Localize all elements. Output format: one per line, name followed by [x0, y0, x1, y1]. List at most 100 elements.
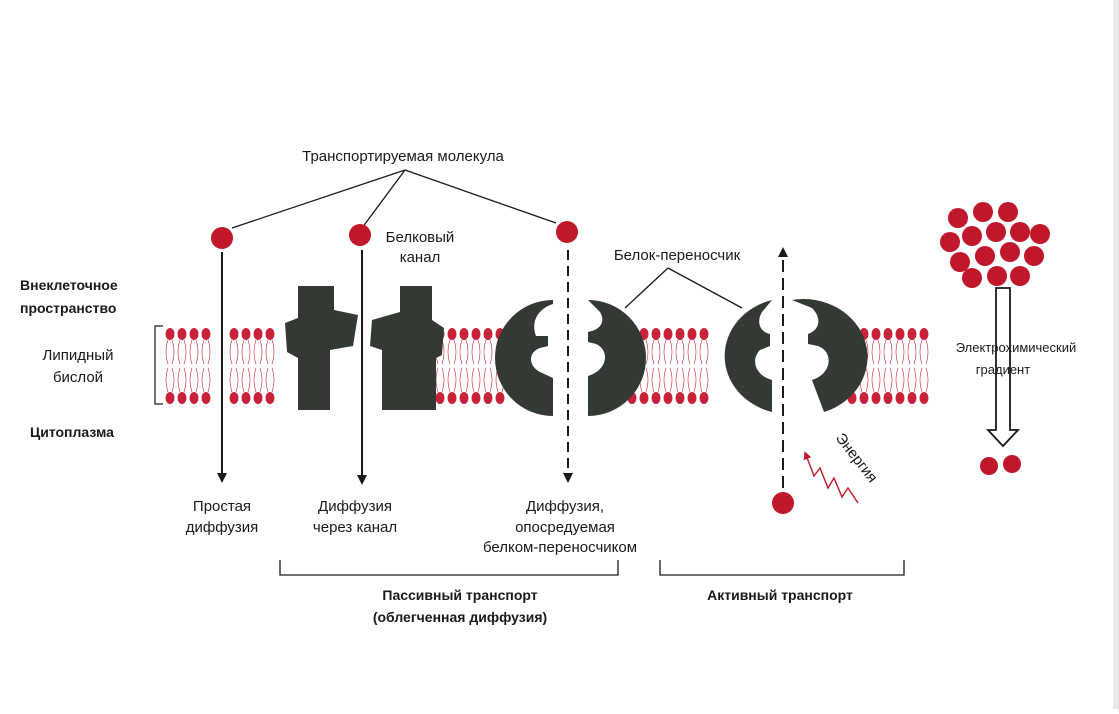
lipid-tail: [895, 367, 899, 393]
lipid-head: [895, 328, 905, 340]
lipid-tail: [687, 339, 691, 365]
carrier-protein-passive: [495, 300, 646, 416]
molecule-dot: [556, 221, 578, 243]
lipid-head: [447, 328, 457, 340]
lipid-tail: [253, 339, 257, 365]
lipid-tail: [483, 339, 487, 365]
lipid-tail: [441, 367, 445, 393]
lipid-tail: [913, 339, 917, 365]
lipid-tail: [883, 339, 887, 365]
molecule-dot: [772, 492, 794, 514]
lipid-tail: [229, 339, 233, 365]
lipid-tail: [201, 367, 205, 393]
molecule-dot: [973, 202, 993, 222]
carrier-diffusion-label-2: опосредуемая: [515, 519, 615, 536]
gradient-arrow-icon: [985, 287, 1021, 448]
lipid-tail: [693, 367, 697, 393]
lipid-tail: [705, 339, 709, 365]
lipid-head: [483, 392, 493, 404]
lipid-head: [459, 392, 469, 404]
lipid-tail: [901, 339, 905, 365]
lipid-tail: [183, 367, 187, 393]
lipid-head: [675, 328, 685, 340]
lipid-tail: [447, 339, 451, 365]
lipid-tail: [201, 339, 205, 365]
molecule-dot: [986, 222, 1006, 242]
lipid-tail: [657, 367, 661, 393]
lipid-tail: [165, 367, 169, 393]
lipid-tail: [687, 367, 691, 393]
energy-label: Энергия: [832, 430, 881, 486]
passive-transport-label-2: (облегченная диффузия): [373, 609, 547, 625]
lipid-tail: [895, 339, 899, 365]
lipid-tail: [271, 339, 275, 365]
lipid-tail: [925, 339, 929, 365]
lipid-tail: [247, 367, 251, 393]
active-transport-path: [772, 247, 794, 514]
lipid-tail: [681, 367, 685, 393]
lipid-tail: [657, 339, 661, 365]
lipid-head: [699, 392, 709, 404]
protein-channel-label: Белковый: [386, 229, 455, 246]
lipid-tail: [453, 339, 457, 365]
channel-diffusion-path: [349, 224, 371, 485]
lipid-tail: [865, 367, 869, 393]
lipid-tail: [871, 367, 875, 393]
molecule-dot: [1030, 224, 1050, 244]
bilayer-bracket: [154, 325, 163, 405]
gradient-label: Электрохимический: [956, 340, 1077, 355]
lipid-head: [663, 392, 673, 404]
lipid-head: [651, 392, 661, 404]
active-transport-bracket: [659, 560, 905, 576]
lipid-tail: [453, 367, 457, 393]
lipid-head: [883, 392, 893, 404]
lipid-head: [201, 328, 211, 340]
lipid-tail: [681, 339, 685, 365]
lipid-head: [907, 328, 917, 340]
lipid-tail: [675, 339, 679, 365]
lipid-tail: [459, 367, 463, 393]
lipid-tail: [165, 339, 169, 365]
channel-protein-right-half: [370, 286, 444, 410]
molecule-dot: [1003, 455, 1021, 473]
passive-transport-label: Пассивный транспорт: [382, 587, 537, 603]
lipid-tail: [693, 339, 697, 365]
molecule-dot: [940, 232, 960, 252]
lipid-tail: [489, 339, 493, 365]
lipid-tail: [919, 339, 923, 365]
lipid-head: [871, 392, 881, 404]
lipid-tail: [259, 367, 263, 393]
lipid-tail: [871, 339, 875, 365]
channel-diffusion-label: Диффузия: [318, 498, 392, 515]
molecule-cluster: [940, 202, 1050, 288]
extracellular-label: Внеклеточное: [20, 277, 118, 293]
lipid-tail: [675, 367, 679, 393]
molecule-callout-lines: [231, 169, 743, 309]
molecule-dot: [980, 457, 998, 475]
cytoplasm-label: Цитоплазма: [30, 424, 114, 440]
lipid-tail: [195, 339, 199, 365]
lipid-tail: [645, 339, 649, 365]
window-edge: [1113, 0, 1119, 709]
lipid-head: [177, 328, 187, 340]
energy-zigzag-icon: [803, 451, 859, 504]
lipid-tail: [919, 367, 923, 393]
molecule-dot: [349, 224, 371, 246]
lipid-head: [189, 328, 199, 340]
passive-transport-bracket: [279, 560, 619, 576]
molecule-dot: [1010, 222, 1030, 242]
lipid-tail: [477, 367, 481, 393]
lipid-head: [241, 392, 251, 404]
lipid-tail: [877, 367, 881, 393]
lipid-tail: [705, 367, 709, 393]
molecule-dot: [948, 208, 968, 228]
lipid-tail: [471, 339, 475, 365]
molecule-dot: [962, 226, 982, 246]
lipid-tail: [907, 367, 911, 393]
lipid-head: [229, 328, 239, 340]
lipid-tail: [177, 367, 181, 393]
channel-diffusion-label-2: через канал: [313, 519, 397, 536]
lipid-tail: [877, 339, 881, 365]
lipid-tail: [171, 367, 175, 393]
lipid-head: [253, 328, 263, 340]
